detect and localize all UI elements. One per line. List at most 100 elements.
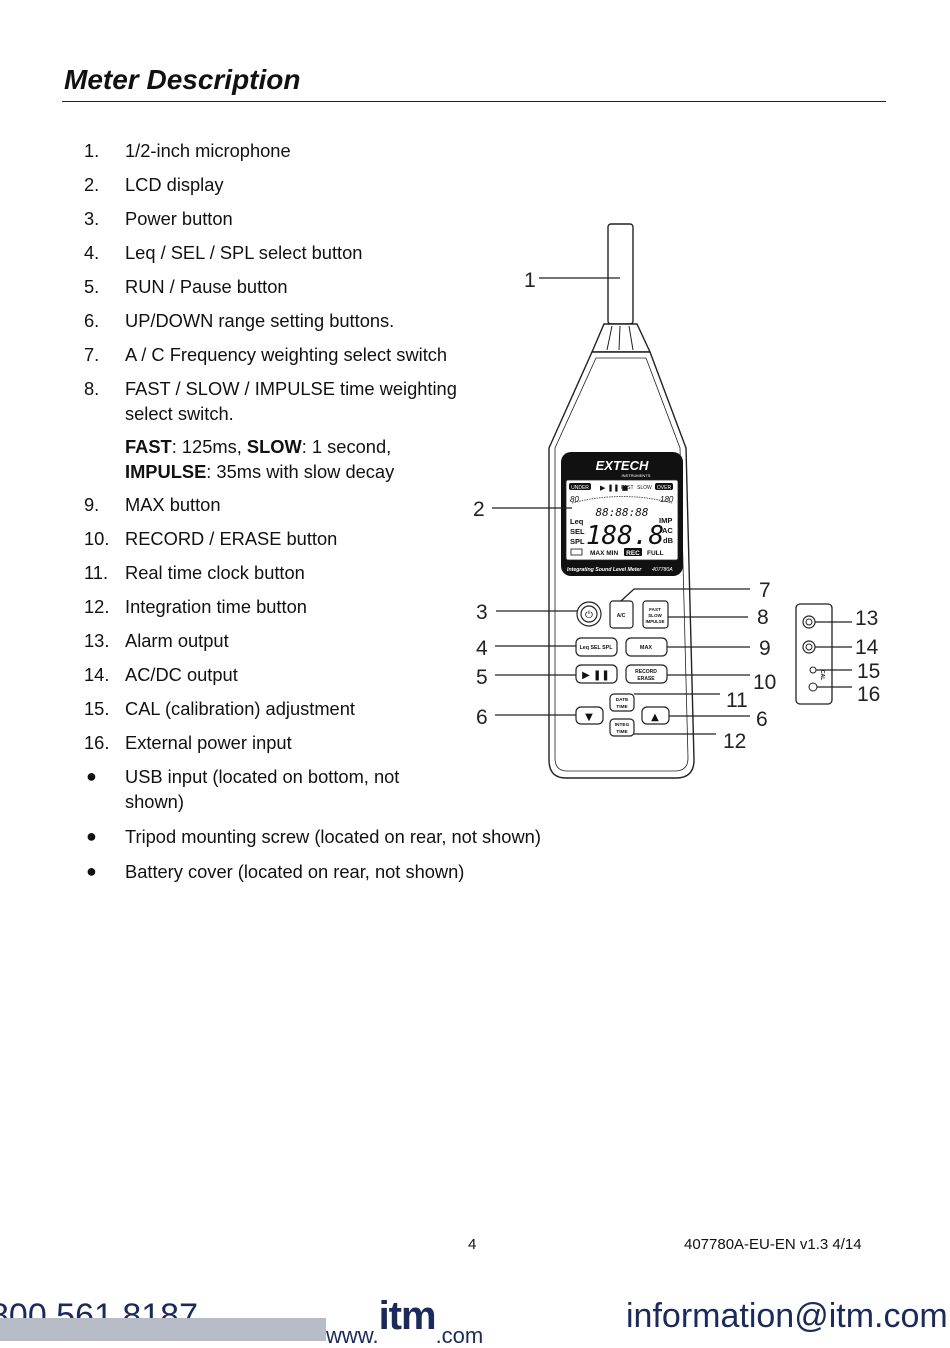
microphone-collar: [590, 323, 652, 353]
alarm-output-jack: [802, 615, 816, 629]
item-text: RUN / Pause button: [125, 276, 288, 297]
lcd-main-reading: 188.8: [586, 521, 664, 551]
leq-sel-spl-button: [575, 637, 618, 657]
fast-label-btn: FAST: [649, 607, 661, 612]
item-text: Real time clock button: [125, 562, 305, 583]
item-text: MAX button: [125, 494, 221, 515]
item-number: 5.: [84, 276, 100, 297]
battery-icon: [570, 548, 583, 556]
footer-website[interactable]: www.itm.com: [326, 1294, 483, 1348]
max-label-btn: MAX: [640, 645, 653, 651]
item-text: CAL (calibration) adjustment: [125, 698, 355, 719]
lcd-under: UNDER: [571, 485, 589, 491]
item-number: 15.: [84, 698, 110, 719]
item-text: UP/DOWN range setting buttons.: [125, 310, 395, 331]
callout-3: 3: [476, 601, 488, 624]
impulse-label-btn: IMPULSE: [645, 619, 664, 624]
record-label-btn: RECORD: [635, 669, 657, 675]
impulse-label: IMPULSE: [125, 461, 207, 482]
lcd-clock: 88:88:88: [596, 506, 649, 519]
item-text: External power input: [125, 732, 292, 753]
bullet-icon: ●: [86, 826, 97, 846]
item-number: 8.: [84, 378, 100, 399]
callout-6-left: 6: [476, 706, 488, 729]
item-number: 9.: [84, 494, 100, 515]
callout-1: 1: [524, 269, 536, 292]
cal-adjust: [809, 666, 817, 674]
lcd-over: OVER: [657, 485, 672, 491]
bullet-icon: ●: [86, 766, 97, 786]
item-number: 12.: [84, 596, 110, 617]
integ-time-button: [609, 718, 635, 737]
cal-label: CAL: [819, 670, 825, 680]
item-text: RECORD / ERASE button: [125, 528, 338, 549]
item-number: 16.: [84, 732, 110, 753]
model-line: Integrating Sound Level Meter: [567, 567, 642, 573]
callout-14: 14: [855, 636, 879, 659]
integ-label-btn: INTEG: [615, 722, 630, 728]
item-number: 13.: [84, 630, 110, 651]
callout-9: 9: [759, 637, 771, 660]
lcd-bargraph: [571, 496, 673, 504]
slow-label: SLOW: [246, 436, 302, 457]
item-number: 7.: [84, 344, 100, 365]
lcd-slow: SLOW: [637, 485, 652, 491]
bullet-icon: ●: [86, 861, 97, 881]
time-label-btn: TIME: [616, 704, 628, 710]
item-number: 14.: [84, 664, 110, 685]
footer-email[interactable]: information@itm.com: [626, 1297, 948, 1335]
web-suffix: .com: [435, 1323, 484, 1348]
erase-label-btn: ERASE: [637, 676, 655, 682]
item-number: 6.: [84, 310, 100, 331]
item-number: 10.: [84, 528, 110, 549]
slow-label-btn: SLOW: [648, 613, 662, 618]
bullet-text: USB input (located on bottom, not shown): [125, 766, 400, 812]
callout-11: 11: [726, 689, 748, 712]
side-panel: [795, 603, 833, 705]
callout-2: 2: [473, 498, 485, 521]
callout-6-right: 6: [756, 708, 768, 731]
footer-bar: [0, 1318, 326, 1341]
callout-4: 4: [476, 637, 488, 660]
lcd-leq: Leq: [570, 517, 584, 526]
callout-10: 10: [753, 671, 776, 694]
brand-logo: EXTECH: [596, 458, 649, 473]
callout-12: 12: [723, 730, 746, 753]
lcd-db: dB: [663, 536, 674, 545]
lcd-rec: REC: [626, 550, 640, 557]
integ-time-label-btn: TIME: [616, 729, 628, 735]
leader-lines: [492, 277, 852, 735]
web-prefix: www.: [326, 1323, 379, 1348]
lcd-sel: SEL: [570, 527, 585, 536]
microphone: [607, 223, 634, 325]
item-text: A / C Frequency weighting select switch: [125, 344, 448, 365]
lcd-display: [565, 479, 679, 561]
fast-label: FAST: [125, 436, 172, 457]
item-number: 3.: [84, 208, 100, 229]
fast-slow-impulse-switch: [642, 600, 669, 629]
bullet-text: Tripod mounting screw (located on rear, …: [125, 826, 541, 847]
record-erase-button: [625, 664, 668, 684]
callout-16: 16: [857, 683, 880, 706]
lcd-fast: FAST: [621, 485, 634, 491]
lcd-scale-low: 80: [570, 495, 579, 504]
down-arrow-icon: ▼: [585, 712, 593, 723]
run-pause-button: [575, 664, 618, 684]
item-text: Leq / SEL / SPL select button: [125, 242, 363, 263]
document-version: 407780A-EU-EN v1.3 4/14: [684, 1236, 862, 1253]
lcd-scale-high: 180: [660, 495, 674, 504]
callout-15: 15: [857, 660, 880, 683]
item-text: FAST / SLOW / IMPULSE time weighting sel…: [125, 378, 457, 424]
lcd-imp: IMP: [659, 516, 672, 525]
callout-7: 7: [759, 579, 771, 602]
page-number: 4: [468, 1236, 477, 1253]
external-power-jack: [808, 682, 818, 692]
bullet-text: Battery cover (located on rear, not show…: [125, 861, 465, 882]
item-number: 11.: [84, 562, 109, 583]
ac-label: A/C: [617, 613, 626, 619]
callout-13: 13: [855, 607, 878, 630]
brand-subtitle: INSTRUMENTS: [622, 473, 651, 478]
date-time-button: [609, 693, 635, 712]
lcd-spl: SPL: [570, 537, 585, 546]
item-text: LCD display: [125, 174, 224, 195]
